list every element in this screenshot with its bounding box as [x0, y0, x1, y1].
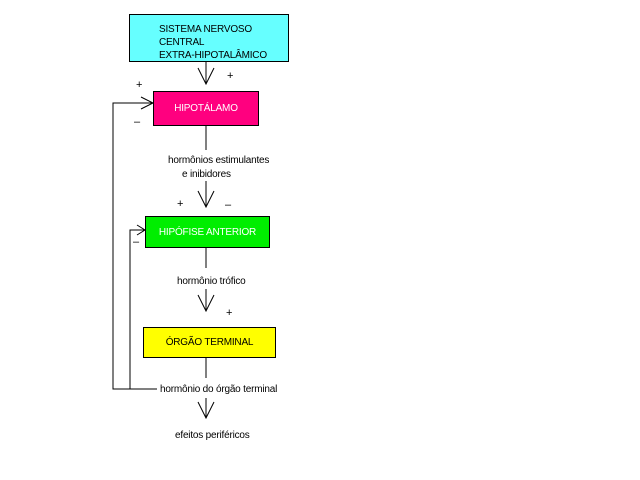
sign-minus-feedback: – — [134, 116, 141, 128]
label-hormonios-line2: e inibidores — [182, 169, 231, 180]
node-snc-line2: EXTRA-HIPOTALÂMICO — [159, 50, 267, 61]
node-hipotalamo-label: HIPOTÁLAMO — [174, 103, 238, 114]
label-hormonio-orgao-terminal: hormônio do órgão terminal — [160, 384, 278, 395]
sign-plus-hipofise: + — [226, 307, 233, 319]
label-hormonios-line1: hormônios estimulantes — [168, 155, 270, 166]
arrowhead-feedback-hipofise — [136, 224, 146, 236]
arrowhead-feedback-hipotalamo — [140, 96, 155, 110]
node-hipofise-label: HIPÓFISE ANTERIOR — [158, 226, 257, 238]
node-hipotalamo: HIPOTÁLAMO — [153, 91, 259, 126]
arrowhead-orgao — [197, 294, 215, 313]
arrowhead-hipotalamo — [197, 67, 215, 86]
node-orgao-label: ÓRGÃO TERMINAL — [165, 337, 254, 348]
sign-minus-hipotalamo: – — [225, 199, 232, 211]
sign-plus-hipotalamo: + — [177, 198, 184, 210]
node-hipofise-anterior: HIPÓFISE ANTERIOR — [145, 216, 270, 248]
label-efeitos-perifericos: efeitos periféricos — [175, 430, 250, 441]
node-snc-line1: SISTEMA NERVOSO CENTRAL — [159, 24, 252, 48]
sign-minus-hipofise-feedback: – — [133, 236, 140, 248]
label-hormonio-trofico: hormônio trófico — [177, 276, 246, 287]
sign-plus-snc: + — [227, 70, 234, 82]
arrowhead-efeitos — [197, 401, 215, 420]
node-sistema-nervoso-central: SISTEMA NERVOSO CENTRAL EXTRA-HIPOTALÂMI… — [129, 14, 289, 62]
feedback-loop-hipofise — [129, 229, 145, 389]
feedback-loop-hipotalamo — [112, 102, 157, 390]
arrowhead-hipofise — [197, 190, 215, 209]
node-orgao-terminal: ÓRGÃO TERMINAL — [143, 327, 276, 358]
sign-plus-feedback: + — [136, 79, 143, 91]
